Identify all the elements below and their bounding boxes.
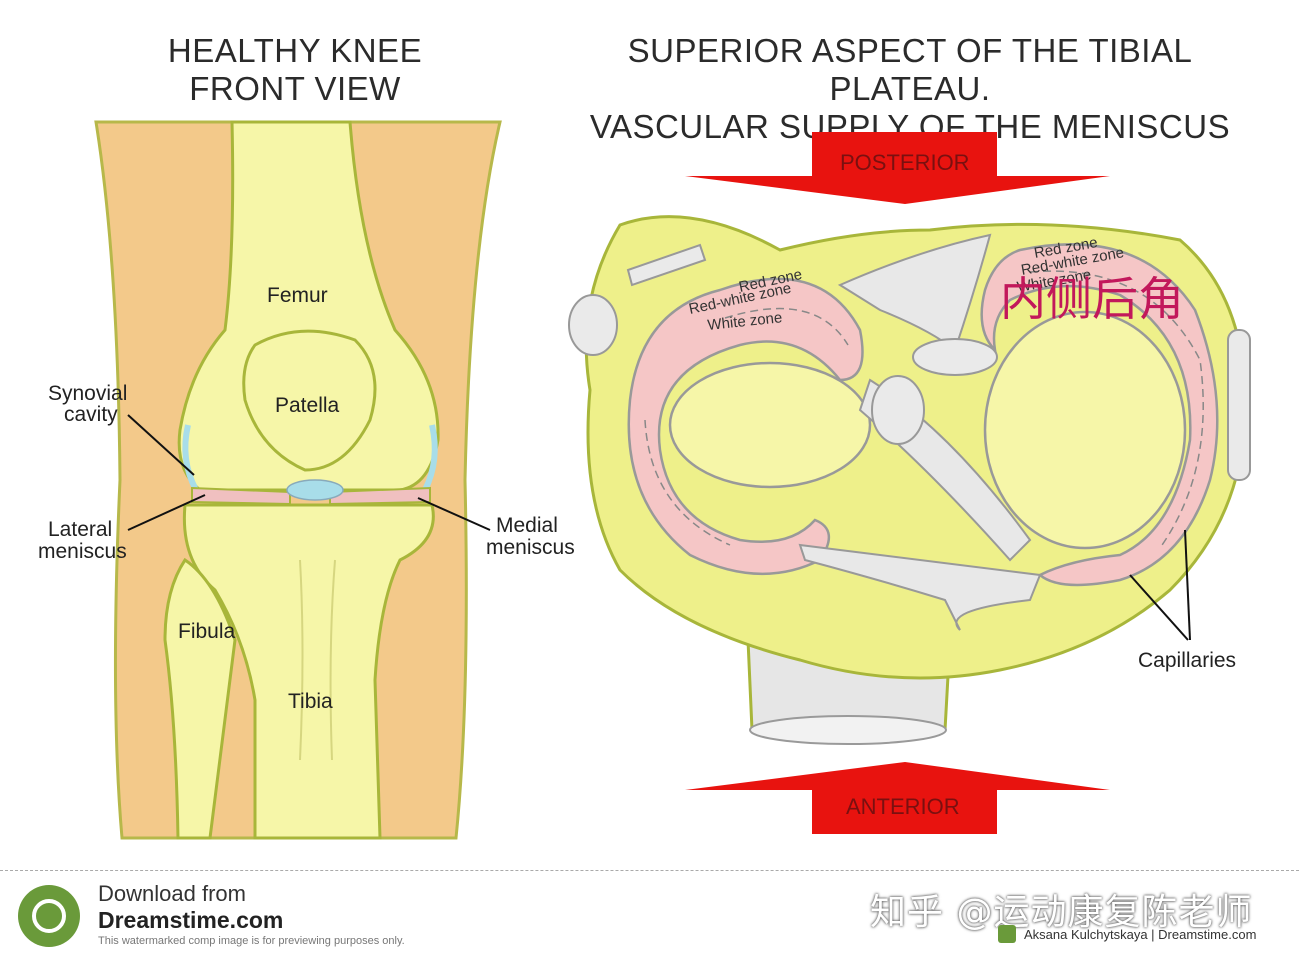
medial-plateau-center bbox=[983, 310, 1187, 550]
left-title-line1: HEALTHY KNEE bbox=[167, 32, 423, 69]
watermark-footer: Download from Dreamstime.com This waterm… bbox=[0, 870, 1299, 958]
dreamstime-logo-icon bbox=[18, 885, 80, 947]
tibial-plateau-view: POSTERIOR Red zone Red-white zone White … bbox=[568, 132, 1251, 834]
synovial-label-line1: Synovial bbox=[48, 382, 127, 405]
download-from-text: Download from bbox=[98, 881, 246, 906]
cruciate-ligament-fan bbox=[837, 233, 992, 352]
left-title-line2: FRONT VIEW bbox=[189, 70, 401, 107]
dreamstime-site-link[interactable]: Dreamstime.com bbox=[98, 907, 284, 933]
anterior-ligament-band bbox=[798, 543, 1042, 631]
medial-label-line1: Medial bbox=[496, 514, 558, 537]
capillaries-label: Capillaries bbox=[1138, 649, 1236, 672]
medial-meniscus bbox=[329, 486, 431, 506]
anterior-label: ANTERIOR bbox=[846, 794, 960, 819]
tibia-shaft-line-2 bbox=[329, 559, 336, 761]
medial-ligament-section bbox=[1227, 329, 1251, 481]
lateral-meniscus-ring bbox=[627, 277, 864, 575]
fibular-head-section bbox=[568, 294, 618, 356]
front-view-knee: Femur Patella Synovial cavity Lateral me… bbox=[38, 120, 575, 840]
posterior-ligament-band bbox=[626, 243, 707, 287]
lateral-leader bbox=[127, 494, 206, 531]
medial-meniscus-ring bbox=[980, 243, 1219, 587]
zhihu-watermark: 知乎 @运动康复陈老师 bbox=[870, 892, 1253, 933]
author-credit: Aksana Kulchytskaya | Dreamstime.com bbox=[1024, 927, 1257, 942]
left-title: HEALTHY KNEE FRONT VIEW bbox=[100, 32, 490, 108]
posterior-cruciate-section bbox=[912, 338, 998, 376]
lateral-label-line2: meniscus bbox=[38, 540, 127, 563]
fibula-label: Fibula bbox=[178, 620, 236, 643]
synovial-label-line2: cavity bbox=[64, 403, 118, 426]
right-title-line1: SUPERIOR ASPECT OF THE TIBIAL PLATEAU. bbox=[627, 32, 1193, 107]
lateral-plateau-center bbox=[668, 361, 872, 489]
capillaries-leader-2 bbox=[1184, 529, 1191, 641]
synovial-cavity-right bbox=[422, 424, 438, 492]
medial-leader bbox=[417, 497, 491, 531]
intercondylar-cartilage bbox=[286, 479, 344, 501]
medial-posterior-horn-annotation: 内侧后角 bbox=[1000, 272, 1184, 326]
lateral-meniscus bbox=[191, 486, 291, 506]
anterior-arrow bbox=[685, 762, 1110, 834]
preview-notice: This watermarked comp image is for previ… bbox=[98, 935, 405, 947]
posterior-arrow bbox=[685, 132, 1110, 204]
femur-label: Femur bbox=[267, 284, 328, 307]
lateral-label-line1: Lateral bbox=[48, 518, 112, 541]
patella-bone bbox=[242, 329, 377, 472]
tibia-shaft-line bbox=[299, 559, 304, 761]
synovial-cavity-left bbox=[182, 424, 199, 492]
fibula-bone bbox=[163, 557, 237, 840]
patella-label: Patella bbox=[275, 394, 340, 417]
tibia-label: Tibia bbox=[288, 690, 333, 713]
medial-label-line2: meniscus bbox=[486, 536, 575, 559]
capillaries-leader-1 bbox=[1129, 574, 1189, 641]
synovial-leader bbox=[127, 414, 195, 476]
anatomy-illustration: Femur Patella Synovial cavity Lateral me… bbox=[38, 120, 1251, 840]
posterior-label: POSTERIOR bbox=[840, 150, 970, 175]
medial-zone-dashes bbox=[1029, 270, 1204, 549]
credit-icon bbox=[998, 925, 1016, 943]
lateral-zone-dashes bbox=[644, 307, 849, 546]
cruciate-cross-section bbox=[871, 375, 925, 445]
tibia-shaft-cross-section bbox=[749, 715, 947, 745]
